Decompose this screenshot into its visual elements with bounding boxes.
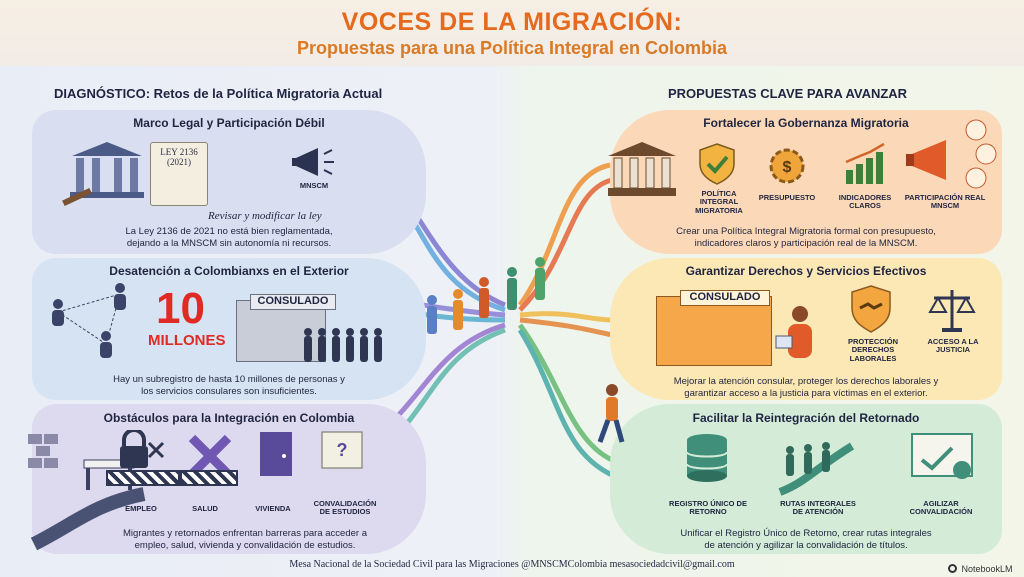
panel-title: Fortalecer la Gobernanza Migratoria bbox=[703, 116, 909, 130]
governance-label: POLÍTICA INTEGRAL MIGRATORIA bbox=[695, 189, 743, 215]
reintegration-label: AGILIZAR CONVALIDACIÓN bbox=[909, 499, 973, 517]
governance-label: PARTICIPACIÓN REAL MNSCM bbox=[904, 193, 986, 211]
panel-desc-line-1: La Ley 2136 de 2021 no está bien reglame… bbox=[125, 226, 333, 237]
flow-ribbon bbox=[517, 328, 614, 478]
barrier-bar bbox=[180, 470, 238, 486]
database-icon bbox=[686, 434, 728, 482]
flow-ribbon bbox=[517, 323, 614, 463]
megaphone-icon bbox=[906, 140, 946, 180]
header-band bbox=[0, 0, 1024, 66]
law-document-label: LEY 2136 (2021) bbox=[160, 147, 198, 167]
panel-desc-line-1: Hay un subregistro de hasta 10 millones … bbox=[113, 374, 345, 385]
panel-desc-line-2: dejando a la MNSCM sin autonomía ni recu… bbox=[126, 238, 332, 249]
officer-icon bbox=[775, 306, 812, 358]
panel-desc-line-1: Mejorar la atención consular, proteger l… bbox=[673, 376, 939, 387]
notebook-icon bbox=[948, 564, 957, 574]
people-network-icon bbox=[52, 283, 126, 358]
governance-label: INDICADORES CLAROS bbox=[838, 193, 892, 211]
panel-governance bbox=[610, 110, 1002, 254]
government-building-icon bbox=[608, 142, 676, 196]
panel-desc-line-2: empleo, salud, vivienda y convalidación … bbox=[134, 540, 356, 551]
panel-desc-line-2: de atención y agilizar la convalidación … bbox=[704, 540, 908, 551]
page-title: VOCES DE LA MIGRACIÓN: bbox=[341, 8, 683, 36]
panel-title: Garantizar Derechos y Servicios Efectivo… bbox=[685, 264, 927, 278]
panel-desc-line-2: indicadores claros y participación real … bbox=[694, 238, 918, 249]
footer-credits: Mesa Nacional de la Sociedad Civil para … bbox=[289, 559, 735, 570]
barrier-bar bbox=[106, 470, 180, 486]
mnscm-label: MNSCM bbox=[299, 181, 329, 190]
courthouse-icon bbox=[62, 142, 144, 207]
certificate-icon: ? bbox=[321, 431, 363, 469]
flow-ribbon bbox=[517, 162, 611, 307]
obstacle-label: EMPLEO bbox=[125, 504, 157, 513]
panel-abroad bbox=[32, 258, 426, 400]
panel-title: Obstáculos para la Integración en Colomb… bbox=[103, 411, 355, 425]
megaphone-icon bbox=[292, 148, 334, 176]
consulate-sign-text: CONSULADO bbox=[257, 295, 329, 307]
door-icon bbox=[260, 432, 292, 476]
rights-label: PROTECCIÓN DERECHOS LABORALES bbox=[847, 337, 898, 363]
consulate-sign-text: CONSULADO bbox=[689, 291, 761, 303]
consulate-sign bbox=[680, 290, 770, 306]
close-icon bbox=[147, 441, 165, 459]
obstacle-label: SALUD bbox=[192, 504, 218, 513]
bar-chart-icon bbox=[845, 142, 885, 184]
reintegration-label: REGISTRO ÚNICO DE RETORNO bbox=[669, 499, 747, 517]
gear-coin-icon: $ bbox=[769, 148, 805, 184]
svg-text:?: ? bbox=[337, 440, 348, 460]
obstacle-label: VIVIENDA bbox=[255, 504, 291, 513]
svg-text:$: $ bbox=[783, 159, 792, 176]
lock-icon bbox=[120, 430, 148, 468]
shield-check-icon bbox=[699, 143, 735, 185]
big-number-unit: MILLONES bbox=[148, 332, 226, 349]
panel-desc-line-1: Unificar el Registro Único de Retorno, c… bbox=[680, 528, 932, 539]
panel-desc-line-1: Migrantes y retornados enfrentan barrera… bbox=[123, 528, 367, 539]
consulate-sign bbox=[250, 294, 336, 310]
panel-title: Facilitar la Reintegración del Retornado bbox=[692, 411, 920, 425]
scales-of-justice-icon bbox=[928, 290, 976, 332]
walking-person-icon bbox=[597, 384, 625, 443]
handshake-shield-icon bbox=[851, 285, 891, 333]
big-number: 10 bbox=[156, 284, 205, 333]
panel-desc-line-2: garantizar acceso a la justicia para víc… bbox=[684, 388, 928, 399]
flow-ribbon bbox=[519, 311, 613, 323]
brand-badge: NotebookLM bbox=[948, 560, 1018, 574]
page-subtitle: Propuestas para una Política Integral en… bbox=[296, 38, 728, 58]
panel-desc-line-1: Crear una Política Integral Migratoria f… bbox=[676, 226, 936, 237]
proposals-heading: PROPUESTAS CLAVE PARA AVANZAR bbox=[668, 86, 908, 101]
panel-title: Desatención a Colombianxs en el Exterior bbox=[109, 264, 349, 278]
flow-ribbon bbox=[519, 317, 613, 338]
path-people-icon bbox=[778, 442, 855, 496]
rights-label: ACCESO A LA JUSTICIA bbox=[927, 337, 979, 355]
reintegration-label: RUTAS INTEGRALES DE ATENCIÓN bbox=[780, 499, 856, 517]
obstacle-label: CONVALIDACIÓN DE ESTUDIOS bbox=[313, 499, 377, 517]
consulate-building-icon bbox=[656, 296, 772, 366]
governance-label: PRESUPUESTO bbox=[758, 193, 816, 202]
panel-title: Marco Legal y Participación Débil bbox=[133, 116, 325, 130]
queue-people-icon bbox=[304, 328, 382, 362]
panel-desc-line-2: los servicios consulares son insuficient… bbox=[141, 386, 317, 397]
law-document-icon bbox=[150, 142, 208, 206]
flow-ribbon bbox=[518, 177, 613, 312]
brand-name: NotebookLM bbox=[961, 563, 1013, 574]
certificate-icon bbox=[911, 433, 973, 479]
participants-icon bbox=[965, 119, 997, 189]
diagnostic-heading: DIAGNÓSTICO: Retos de la Política Migrat… bbox=[54, 86, 383, 101]
revise-law-note: Revisar y modificar la ley bbox=[208, 210, 322, 222]
